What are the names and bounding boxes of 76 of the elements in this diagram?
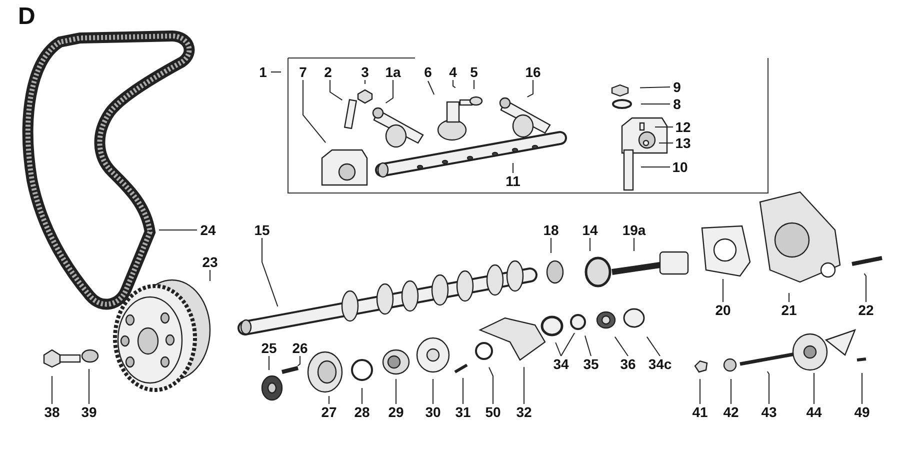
callout-number: 35 — [582, 357, 600, 371]
callout-number: 49 — [853, 405, 871, 419]
section-letter: D — [18, 4, 36, 30]
callout-number: 13 — [674, 136, 692, 150]
leader-line — [526, 80, 534, 98]
leader-line — [364, 80, 366, 84]
callout-number: 39 — [80, 405, 98, 419]
leader-line — [640, 86, 670, 88]
callout-number: 24 — [199, 223, 217, 237]
leader-line — [452, 80, 456, 88]
callout-number: 32 — [515, 405, 533, 419]
callout-number: 15 — [253, 223, 271, 237]
callout-number: 43 — [760, 405, 778, 419]
callout-number: 34c — [647, 357, 673, 371]
leader-line — [428, 80, 435, 96]
leader-line — [766, 371, 770, 404]
callout-number: 4 — [448, 65, 458, 79]
leader-line — [654, 126, 674, 128]
callout-number: 36 — [619, 357, 637, 371]
callout-number: 44 — [805, 405, 823, 419]
callout-number: 28 — [353, 405, 371, 419]
callout-number: 22 — [857, 303, 875, 317]
callout-number: 1 — [258, 65, 268, 79]
leader-line — [658, 142, 674, 144]
callout-number: 50 — [484, 405, 502, 419]
callout-number: 20 — [714, 303, 732, 317]
leader-line — [462, 378, 464, 404]
leader-line — [550, 238, 552, 254]
leader-line — [584, 335, 592, 356]
callout-number: 18 — [542, 223, 560, 237]
callout-number: 26 — [291, 341, 309, 355]
leader-line — [555, 342, 562, 356]
leader-line — [646, 336, 660, 356]
callout-number: 30 — [424, 405, 442, 419]
leader-line — [268, 356, 270, 370]
leader-line — [385, 80, 394, 104]
callout-number: 41 — [691, 405, 709, 419]
callout-number: 11 — [504, 174, 522, 188]
leader-line — [432, 378, 434, 404]
leader-line — [614, 336, 628, 356]
leader-line — [512, 162, 514, 174]
callout-number: 2 — [323, 65, 333, 79]
leader-line — [722, 278, 724, 302]
callout-number: 6 — [423, 65, 433, 79]
callout-number: 1a — [384, 65, 402, 79]
leader-line — [640, 166, 670, 168]
leader-line — [330, 80, 343, 101]
leader-line — [730, 378, 732, 404]
callout-number: 25 — [260, 341, 278, 355]
leader-line — [560, 332, 575, 356]
callout-number: 21 — [780, 303, 798, 317]
callout-number: 3 — [360, 65, 370, 79]
callout-number: 10 — [671, 160, 689, 174]
leader-line — [262, 238, 278, 307]
callout-number: 34 — [552, 357, 570, 371]
callout-number: 42 — [722, 405, 740, 419]
leader-line — [88, 368, 90, 404]
leader-line — [328, 396, 330, 404]
leader-line — [788, 292, 790, 302]
callout-number: 7 — [298, 65, 308, 79]
callout-number: 38 — [43, 405, 61, 419]
leader-line — [864, 273, 866, 302]
callout-number: 31 — [454, 405, 472, 419]
callout-number: 23 — [201, 255, 219, 269]
callout-number: 29 — [387, 405, 405, 419]
callout-number: 27 — [320, 405, 338, 419]
leader-line — [488, 366, 494, 404]
callout-number: 5 — [469, 65, 479, 79]
callout-number: 12 — [674, 120, 692, 134]
callout-number: 14 — [581, 223, 599, 237]
leader-line — [302, 80, 326, 144]
callout-number: 16 — [524, 65, 542, 79]
callout-number: 9 — [672, 80, 682, 94]
callout-number: 8 — [672, 97, 682, 111]
callout-number: 19a — [621, 223, 647, 237]
leader-line — [297, 356, 300, 366]
